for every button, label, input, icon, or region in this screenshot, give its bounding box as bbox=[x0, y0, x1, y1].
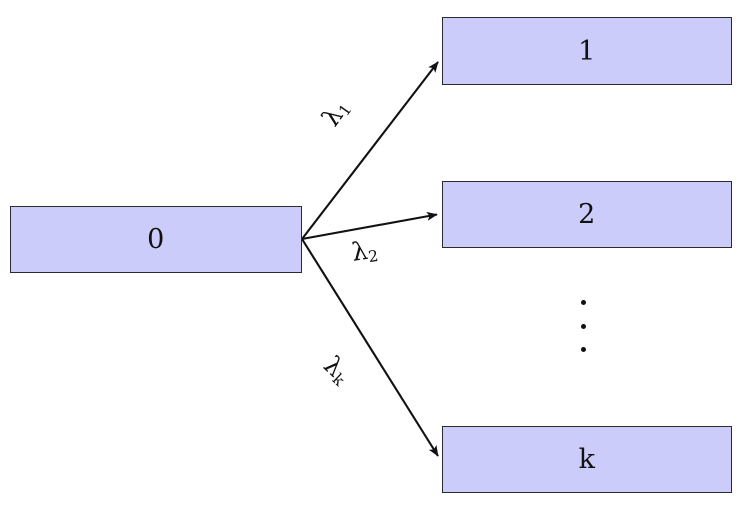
node-label-0: 0 bbox=[147, 224, 165, 255]
vertical-dots-icon bbox=[570, 300, 596, 352]
edge-arrow-lambda-2 bbox=[301, 211, 438, 241]
node-label-k: k bbox=[578, 444, 596, 475]
vdot-1 bbox=[580, 300, 586, 305]
edge-label-lambda-2-subscript: 2 bbox=[367, 246, 380, 267]
node-label-1: 1 bbox=[578, 35, 596, 67]
node-box-2[interactable]: 2 bbox=[442, 181, 732, 248]
edge-label-lambda-2-base: λ bbox=[349, 235, 370, 267]
edge-label-lambda-k: λk bbox=[317, 350, 355, 389]
edge-label-lambda-2: λ2 bbox=[349, 235, 380, 268]
vdot-3 bbox=[580, 347, 586, 352]
node-box-k[interactable]: k bbox=[442, 426, 732, 493]
node-box-1[interactable]: 1 bbox=[442, 17, 732, 85]
node-box-0[interactable]: 0 bbox=[10, 206, 302, 273]
edge-label-lambda-1: λ1 bbox=[316, 95, 356, 132]
node-label-2: 2 bbox=[578, 199, 596, 230]
vdot-2 bbox=[580, 323, 586, 329]
edge-arrow-lambda-k bbox=[301, 238, 439, 457]
edge-arrow-lambda-1 bbox=[301, 61, 439, 240]
